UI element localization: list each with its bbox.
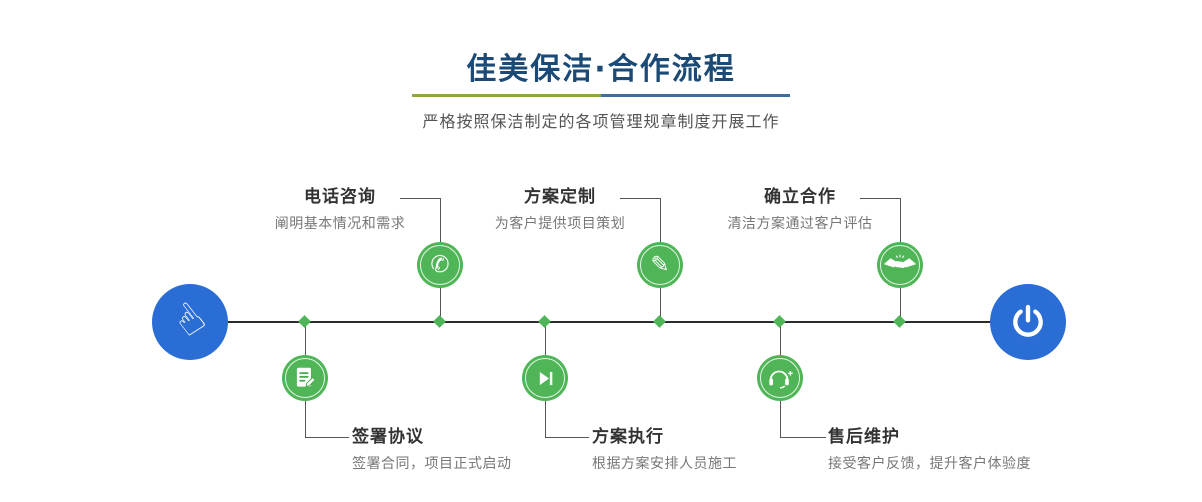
step-node-cooperation	[877, 242, 923, 288]
step-description: 接受客户反馈，提升客户体验度	[828, 456, 1031, 472]
step-title: 电话咨询	[304, 187, 376, 207]
step-node-contract	[282, 355, 328, 401]
timeline-junction-diamond	[298, 315, 311, 328]
play-icon	[539, 371, 552, 385]
phone-icon: ✆	[430, 251, 450, 278]
step-node-execute	[522, 355, 568, 401]
step-description: 根据方案安排人员施工	[592, 456, 737, 472]
divider-left-segment	[412, 94, 601, 97]
step-description: 为客户提供项目策划	[494, 216, 626, 232]
timeline-junction-diamond	[653, 315, 666, 328]
timeline-junction-diamond	[773, 315, 786, 328]
pointing-hand-icon: ☝	[164, 292, 215, 347]
step-title: 签署协议	[352, 427, 424, 447]
page-title: 佳美保洁·合作流程	[466, 52, 736, 87]
step-text-support: 售后维护 接受客户反馈，提升客户体验度	[828, 426, 1031, 472]
connector-line	[860, 198, 900, 199]
timeline-junction-diamond	[538, 315, 551, 328]
step-description: 阐明基本情况和需求	[274, 216, 406, 232]
step-node-support	[757, 355, 803, 401]
connector-line	[305, 437, 349, 438]
step-text-execute: 方案执行 根据方案安排人员施工	[592, 426, 737, 472]
step-text-cooperation: 确立合作 清洁方案通过客户评估	[710, 186, 890, 232]
handshake-icon	[883, 254, 917, 268]
step-text-phone: 电话咨询 阐明基本情况和需求	[250, 186, 430, 232]
timeline-line	[190, 321, 1030, 323]
timeline-end-node	[990, 284, 1066, 360]
step-text-contract: 签署协议 签署合同，项目正式启动	[352, 426, 512, 472]
title-divider	[412, 94, 790, 97]
step-description: 清洁方案通过客户评估	[727, 216, 873, 232]
contract-icon	[296, 367, 316, 388]
step-text-design: 方案定制 为客户提供项目策划	[470, 186, 650, 232]
step-node-design: ✎	[637, 242, 683, 288]
connector-line	[780, 437, 826, 438]
connector-line	[400, 198, 440, 199]
connector-line	[545, 437, 589, 438]
timeline-junction-diamond	[893, 315, 906, 328]
step-title: 方案定制	[524, 187, 596, 207]
page-subtitle: 严格按照保洁制定的各项管理规章制度开展工作	[422, 112, 780, 131]
step-node-phone: ✆	[417, 242, 463, 288]
step-description: 签署合同，项目正式启动	[352, 456, 512, 472]
headset-icon	[769, 370, 793, 389]
step-title: 售后维护	[828, 427, 900, 447]
timeline-junction-diamond	[433, 315, 446, 328]
timeline-start-node: ☝	[152, 284, 228, 360]
step-title: 确立合作	[764, 187, 836, 207]
connector-line	[620, 198, 660, 199]
step-title: 方案执行	[592, 427, 664, 447]
pencil-icon: ✎	[650, 251, 670, 278]
power-icon	[1013, 304, 1043, 337]
divider-right-segment	[601, 94, 790, 97]
